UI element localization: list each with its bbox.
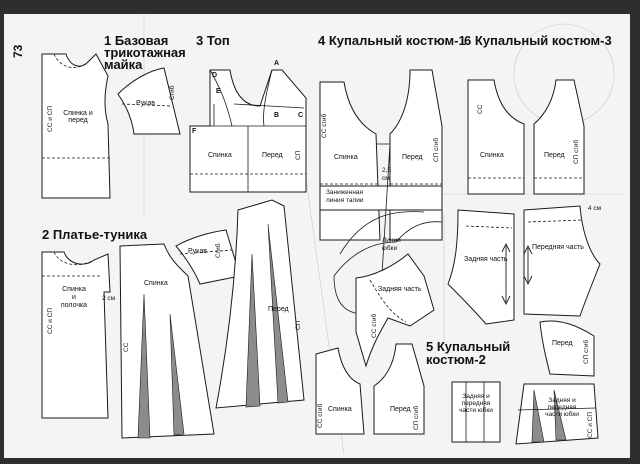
label-i-line2: и [72, 294, 76, 301]
section-5-title-line1: 5 Купальный [426, 339, 511, 354]
label-pered-6: Перед [544, 152, 565, 159]
piece-5-back [315, 347, 365, 435]
piece-5-skirt-strip [451, 381, 501, 443]
piece-4-skirt [319, 143, 443, 315]
section-1-title-line2: трикотажная [104, 45, 186, 60]
label-spinka-2: Спинка [144, 280, 168, 287]
piece-2-body [41, 251, 111, 419]
label-zadnyaya-4: Задняя часть [378, 286, 422, 293]
label-4cm: 4 см [588, 205, 602, 212]
piece-5-front-top [539, 320, 595, 377]
label-yubka-line1: Линии [382, 237, 401, 244]
label-spinka-3: Спинка [208, 152, 232, 159]
label-pered-5b: Перед [552, 340, 573, 347]
label-pered-3: Перед [262, 152, 283, 159]
label-sp-sgib-5: СП сгиб [413, 405, 420, 430]
label-sp-3: СП [295, 150, 302, 160]
piece-6-bottom-back [447, 209, 515, 325]
section-1-title-line3: майка [104, 57, 143, 72]
label-waist-line1: Заниженная [326, 189, 364, 196]
piece-1-sleeve [117, 67, 181, 135]
label-pered-5: Перед [390, 406, 411, 413]
label-2cm: 2 см [102, 295, 116, 302]
label-waist-line2: линия талии [326, 197, 364, 204]
section-2-title: 2 Платье-туника [42, 227, 148, 242]
piece-2-front [215, 199, 305, 409]
label-sp-sgib-4: СП сгиб [433, 137, 440, 162]
section-5-title-line2: костюм-2 [426, 352, 486, 367]
page-number: 73 [11, 44, 25, 58]
section-6-title: 6 Купальный костюм-3 [464, 33, 612, 48]
label-rukav-1: Рукав [136, 100, 155, 107]
label-sgib-2: Сгиб [215, 243, 222, 258]
label-perednyaya-6: Передняя часть [532, 244, 584, 251]
point-a: A [274, 60, 280, 67]
piece-2-back [119, 243, 215, 439]
pattern-sheet: 1 Базовая трикотажная майка 3 Топ 4 Купа… [4, 14, 630, 458]
label-cs-6: СС [477, 104, 484, 114]
label-sp-sgib-5b: СП сгиб [583, 339, 590, 364]
label-cs-sgib-4: СС сгиб [321, 113, 328, 138]
pattern-drawings [41, 14, 624, 455]
label-spinka-4: Спинка [334, 154, 358, 161]
point-f: F [192, 128, 197, 135]
label-2-5cm-line2: см [382, 175, 390, 182]
label-rukav-2: Рукав [188, 248, 207, 255]
section-3-title: 3 Топ [196, 33, 230, 48]
label-cs-2: СС [123, 342, 130, 352]
label-sp-2: СП [295, 320, 302, 330]
piece-3-top [189, 69, 307, 193]
label-yubka-line2: юбки [382, 245, 398, 252]
piece-6-bottom-front [523, 205, 601, 317]
label-pered-2: Перед [268, 306, 289, 313]
section-4-title: 4 Купальный костюм-1 [318, 33, 466, 48]
piece-6-front [533, 79, 585, 195]
point-d: D [212, 72, 218, 79]
point-c: C [298, 112, 304, 119]
piece-5-front [373, 343, 425, 435]
label-spinka-line1: Спинка [62, 286, 86, 293]
label-spinka-i-pered: Спинка и перед [63, 110, 93, 125]
piece-5-skirt [515, 383, 599, 445]
label-cs-cp-2: СС и СП [47, 308, 54, 334]
point-e: E [216, 88, 221, 95]
label-spinka-6: Спинка [480, 152, 504, 159]
label-cs-cp-1: СС и СП [47, 106, 54, 132]
label-sp-sgib-6: СП сгиб [573, 139, 580, 164]
label-zadnyaya-6: Задняя часть [464, 256, 508, 263]
label-pered-4: Перед [402, 154, 423, 161]
label-2-5cm-line1: 2,5 [382, 167, 392, 174]
section-1-title-line1: 1 Базовая [104, 33, 169, 48]
piece-4-bottom-back [355, 253, 435, 368]
piece-1-body [41, 53, 111, 199]
label-skirt-strip-5: Задняя и передняя части юбки [459, 393, 493, 414]
label-cs-sp-5: СС и СП [587, 412, 594, 438]
label-spinka-5: Спинка [328, 406, 352, 413]
label-cs-sgib-5: СС сгиб [317, 403, 324, 428]
label-sgib-1: Сгиб [169, 85, 176, 100]
piece-6-back [467, 79, 525, 195]
point-b: B [274, 112, 280, 119]
label-skirt-5: Задняя и передняя части юбки [545, 397, 579, 418]
label-cs-sgib-4b: СС сгиб [371, 313, 378, 338]
label-polochka-line3: полочка [60, 302, 88, 309]
